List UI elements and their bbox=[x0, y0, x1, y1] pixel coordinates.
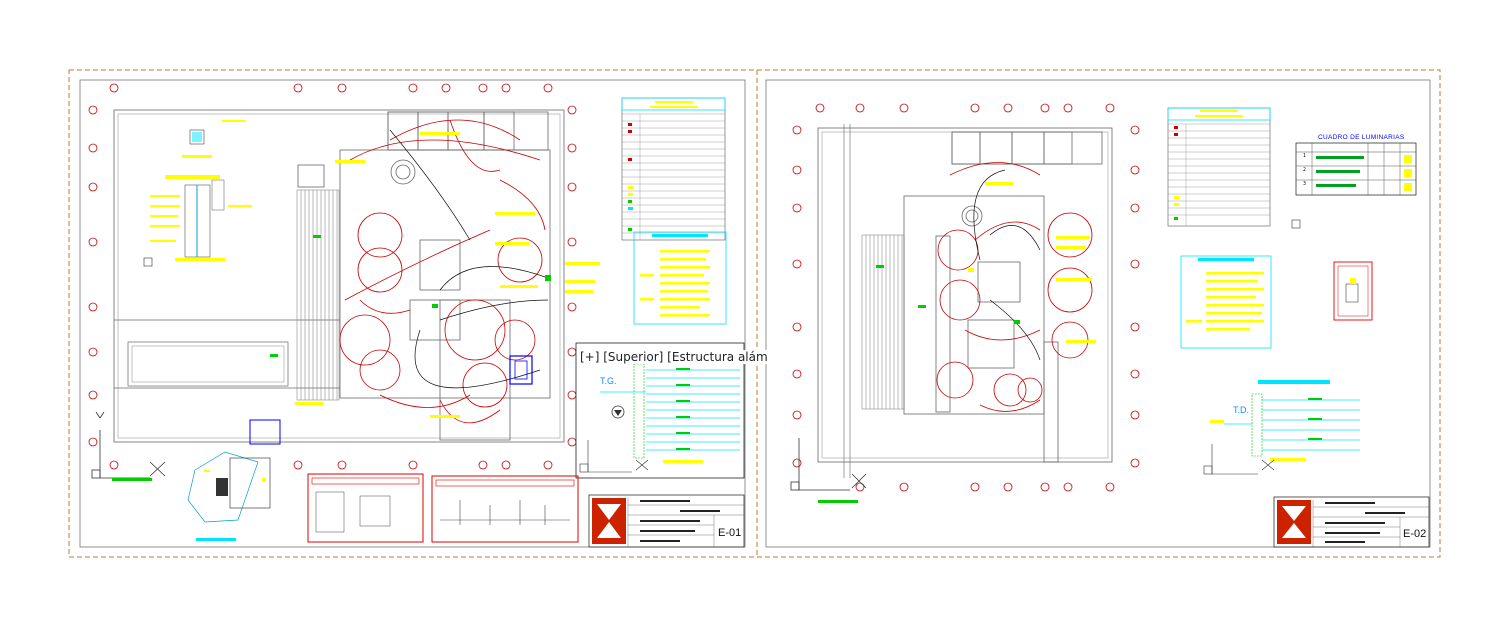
sheet-number-e01: E-01 bbox=[718, 527, 742, 539]
luminaire-row-2: 2 bbox=[1303, 167, 1307, 173]
single-line-diagram-red bbox=[431, 475, 579, 543]
drawing-boundary bbox=[68, 69, 1441, 558]
legend-table-e02 bbox=[1167, 107, 1271, 227]
luminaire-row-3: 3 bbox=[1303, 181, 1307, 187]
sheet-frame-e02 bbox=[765, 79, 1431, 548]
ground-rod-detail bbox=[143, 120, 252, 267]
circuit-schedule-e01 bbox=[633, 231, 727, 325]
sheet-number-e02: E-02 bbox=[1403, 528, 1427, 540]
viewport-label[interactable]: [+] [Superior] [Estructura alám bbox=[578, 350, 770, 364]
title-block-e02 bbox=[1273, 496, 1430, 548]
panel-detail-red bbox=[1333, 261, 1373, 321]
luminaire-row-1: 1 bbox=[1303, 153, 1307, 159]
title-block-e01 bbox=[588, 494, 745, 548]
luminaires-table bbox=[1291, 142, 1417, 229]
legend-table-e01 bbox=[621, 97, 726, 241]
floor-plan-e02 bbox=[790, 103, 1140, 503]
floor-plan-e01 bbox=[88, 83, 600, 479]
connection-detail-red bbox=[307, 473, 424, 543]
panel-td-label: T.D. bbox=[1233, 405, 1250, 415]
pit-detail bbox=[112, 451, 271, 541]
panel-tg-label: T.G. bbox=[600, 376, 617, 386]
viewport-window[interactable] bbox=[575, 342, 745, 479]
sheet-frame-e01 bbox=[79, 79, 746, 548]
luminaires-table-title: CUADRO DE LUMINARIAS bbox=[1318, 134, 1405, 141]
td-diagram bbox=[1203, 380, 1360, 475]
circuit-schedule-e02 bbox=[1180, 255, 1272, 349]
